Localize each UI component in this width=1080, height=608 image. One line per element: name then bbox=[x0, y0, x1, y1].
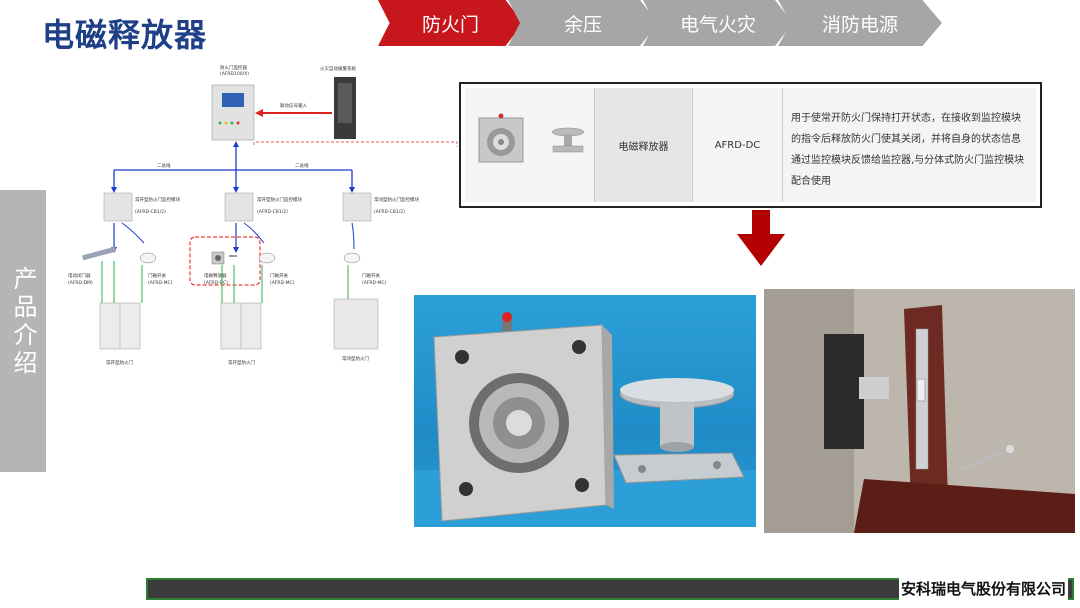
tab-label: 电气火灾 bbox=[679, 13, 756, 36]
bus-right-label: 二总线 bbox=[295, 162, 309, 169]
nav-bar: 防火门 余压 电气火灾 消防电源 bbox=[378, 0, 948, 46]
device-name: 门磁开关 bbox=[270, 272, 288, 279]
footer-bar: 安科瑞电气股份有限公司 bbox=[146, 578, 1074, 600]
fire-alarm-label: 火灾自动报警系统 bbox=[320, 65, 356, 72]
device-model: (AFRD-MC) bbox=[270, 280, 295, 286]
magnetic-switch-1: 门磁开关 (AFRD-MC) bbox=[139, 252, 173, 286]
device-name: 电动闭门器 bbox=[68, 272, 91, 279]
product-image-cell bbox=[465, 88, 595, 202]
door-closer-device: 电动闭门器 (AFRD-DM) bbox=[68, 246, 117, 286]
device-name: 电磁释放器 bbox=[204, 272, 227, 279]
sidebar-label: 产品介绍 bbox=[9, 266, 37, 378]
monitor-model: (AFRD100/X) bbox=[220, 71, 249, 77]
monitor-label: 防火门监控器 bbox=[220, 64, 247, 71]
product-table: 电磁释放器 AFRD-DC 用于使常开防火门保持打开状态，在接收到监控模块的指令… bbox=[459, 82, 1042, 208]
company-name: 安科瑞电气股份有限公司 bbox=[898, 578, 1068, 600]
down-arrow-icon bbox=[737, 210, 785, 266]
device-name: 门磁开关 bbox=[148, 272, 166, 279]
door-1: 常开型防火门 bbox=[99, 302, 141, 366]
module-name: 常开型防火门监控模块 bbox=[135, 196, 180, 203]
tab-label: 消防电源 bbox=[821, 13, 898, 36]
product-name: 电磁释放器 bbox=[618, 141, 669, 153]
magnetic-switch-3: 门磁开关 (AFRD-MC) bbox=[343, 252, 387, 286]
product-model-cell: AFRD-DC bbox=[693, 88, 783, 202]
module-2: 常开型防火门监控模块 (AFRD-CB1/2) bbox=[224, 192, 302, 222]
system-diagram: 防火门监控器 (AFRD100/X) 火灾自动报警系统 联动信号输入 二总线 二… bbox=[62, 55, 462, 385]
electromagnetic-release-device: 电磁释放器 (AFRD-DC) bbox=[189, 236, 261, 286]
tab-electrical-fire[interactable]: 电气火灾 bbox=[643, 0, 793, 46]
door-2: 常开型防火门 bbox=[220, 302, 262, 366]
module-model: (AFRD-CB1/2) bbox=[257, 209, 288, 215]
device-model: (AFRD-DC) bbox=[204, 280, 228, 286]
diagram-svg: 防火门监控器 (AFRD100/X) 火灾自动报警系统 联动信号输入 二总线 二… bbox=[68, 64, 458, 366]
module-3: 常闭型防火门监控模块 (AFRD-CB1/2) bbox=[342, 192, 419, 222]
device-model: (AFRD-MC) bbox=[148, 280, 173, 286]
module-model: (AFRD-CB1/2) bbox=[374, 209, 405, 215]
fire-alarm-cabinet: 火灾自动报警系统 bbox=[320, 65, 356, 139]
tab-residual-pressure[interactable]: 余压 bbox=[508, 0, 658, 46]
module-1: 常开型防火门监控模块 (AFRD-CB1/2) bbox=[103, 192, 180, 222]
device-name: 门磁开关 bbox=[362, 272, 380, 279]
bus-left-label: 二总线 bbox=[157, 162, 171, 169]
tab-label: 余压 bbox=[563, 13, 602, 36]
page-title: 电磁释放器 bbox=[42, 16, 208, 54]
door-installation-photo bbox=[764, 289, 1075, 533]
product-model: AFRD-DC bbox=[714, 139, 761, 151]
linkage-label: 联动信号输入 bbox=[280, 102, 307, 109]
tab-label: 防火门 bbox=[421, 13, 479, 36]
product-name-cell: 电磁释放器 bbox=[595, 88, 693, 202]
fire-door-monitor: 防火门监控器 (AFRD100/X) bbox=[211, 64, 255, 141]
module-model: (AFRD-CB1/2) bbox=[135, 209, 166, 215]
device-model: (AFRD-MC) bbox=[362, 280, 387, 286]
product-photo bbox=[414, 295, 756, 527]
product-thumbnail bbox=[478, 113, 585, 163]
product-description-cell: 用于使常开防火门保持打开状态，在接收到监控模块的指令后释放防火门使其关闭，并将自… bbox=[783, 88, 1036, 202]
door-3: 常闭型防火门 bbox=[333, 298, 379, 362]
magnetic-switch-2: 门磁开关 (AFRD-MC) bbox=[258, 252, 295, 286]
sidebar: 产品介绍 bbox=[0, 190, 46, 472]
module-name: 常开型防火门监控模块 bbox=[257, 196, 302, 203]
device-model: (AFRD-DM) bbox=[68, 280, 93, 286]
door-name: 常开型防火门 bbox=[106, 359, 133, 366]
door-name: 常开型防火门 bbox=[228, 359, 255, 366]
tab-fire-door[interactable]: 防火门 bbox=[378, 0, 523, 46]
door-name: 常闭型防火门 bbox=[342, 355, 369, 362]
tab-fire-power[interactable]: 消防电源 bbox=[778, 0, 942, 46]
installation-photo bbox=[764, 289, 1075, 533]
product-description: 用于使常开防火门保持打开状态，在接收到监控模块的指令后释放防火门使其关闭，并将自… bbox=[791, 113, 1025, 187]
module-name: 常闭型防火门监控模块 bbox=[374, 196, 419, 203]
electromagnetic-release-photo bbox=[414, 312, 756, 527]
